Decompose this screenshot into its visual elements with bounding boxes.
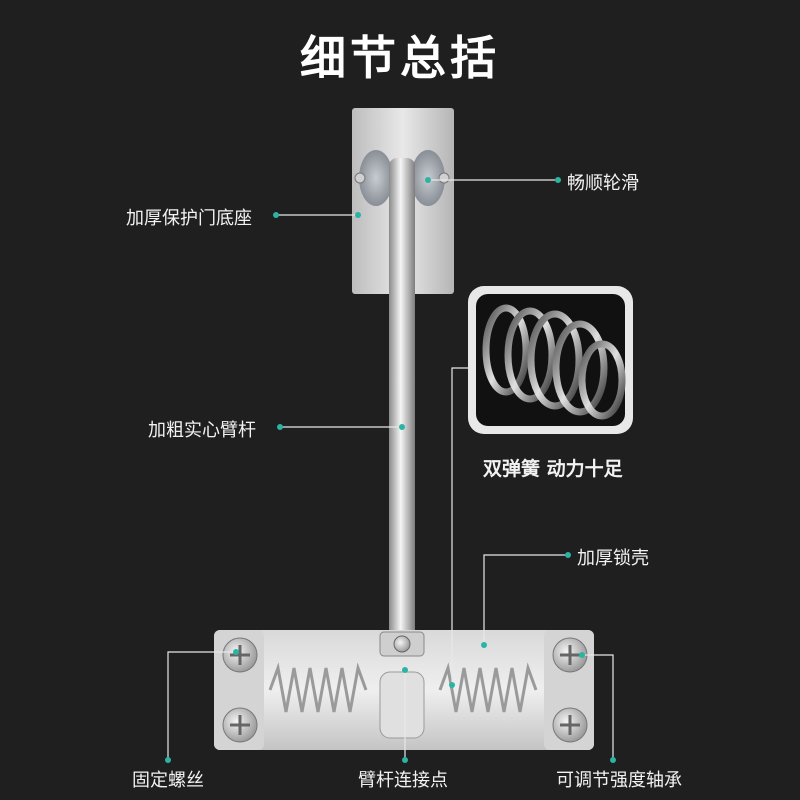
callout-dot-joint-end <box>402 757 408 763</box>
screw-top-right <box>552 637 588 673</box>
callout-line-bearing <box>582 654 614 760</box>
screw-bottom-right <box>552 707 588 743</box>
label-spring: 双弹簧 动力十足 <box>483 458 623 480</box>
callout-dot-arm-start <box>277 424 283 430</box>
label-base: 加厚保护门底座 <box>126 208 252 229</box>
arm-joint-bolt <box>393 635 411 653</box>
label-shell: 加厚锁壳 <box>577 548 649 569</box>
callout-dot-roller-end <box>555 177 561 183</box>
roller-axle-right <box>438 172 450 184</box>
callout-dot-shell-end <box>565 552 571 558</box>
callout-dot-roller-start <box>425 177 431 183</box>
callout-dot-screw-end <box>165 757 171 763</box>
callout-dot-joint-start <box>402 667 408 673</box>
label-roller: 畅顺轮滑 <box>567 173 639 194</box>
spring-closeup-inset <box>468 286 633 434</box>
screw-top-left <box>222 637 258 673</box>
callout-line-spring <box>451 367 468 685</box>
callout-dot-bearing-end <box>610 757 616 763</box>
label-bearing: 可调节强度轴承 <box>556 770 682 791</box>
label-screw: 固定螺丝 <box>132 770 204 791</box>
callout-dot-arm-end <box>399 424 405 430</box>
callout-dot-spring-start <box>449 682 455 688</box>
callout-dot-screw-start <box>233 649 239 655</box>
label-arm: 加粗实心臂杆 <box>148 420 256 441</box>
callout-dot-base-end <box>355 212 361 218</box>
callout-dot-shell-start <box>481 642 487 648</box>
callout-line-shell <box>483 554 566 645</box>
spring-left <box>268 662 368 713</box>
screw-bottom-left <box>222 707 258 743</box>
callout-line-screw <box>167 651 236 760</box>
roller-left <box>359 150 393 206</box>
callout-dot-bearing-start <box>579 652 585 658</box>
joint-slider <box>379 671 425 739</box>
arm-rod <box>389 158 415 648</box>
page-title: 细节总括 <box>300 31 500 85</box>
spring-right <box>438 662 538 713</box>
callout-dot-base-start <box>273 212 279 218</box>
roller-axle-left <box>354 172 366 184</box>
label-joint: 臂杆连接点 <box>358 770 448 791</box>
